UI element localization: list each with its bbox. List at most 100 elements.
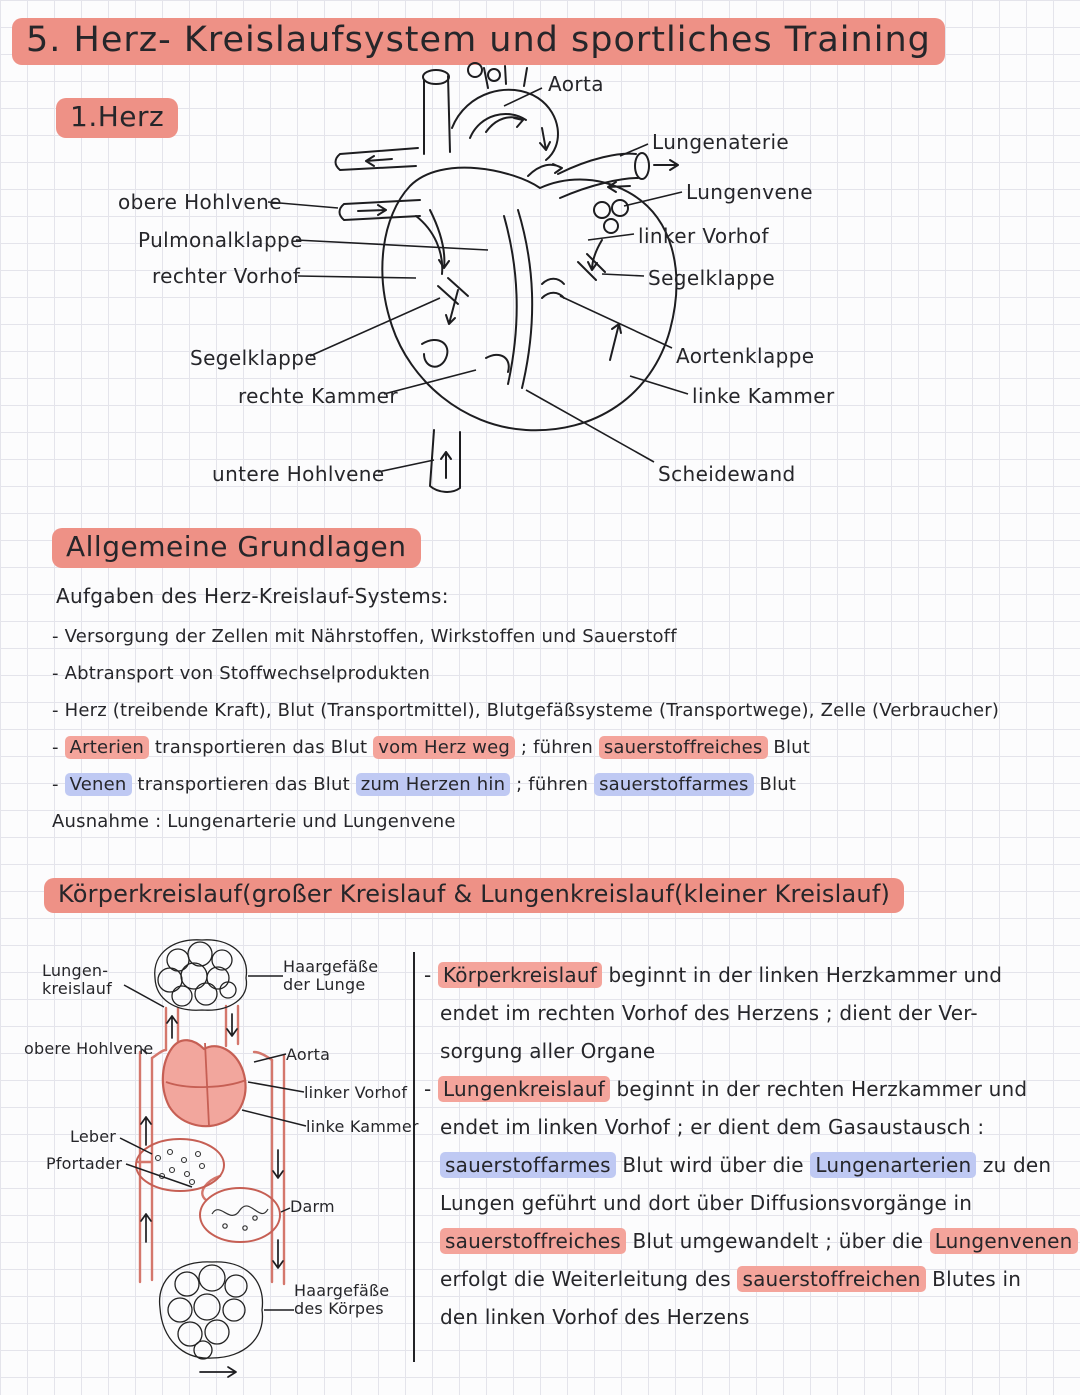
heart-label-linke-kammer: linke Kammer xyxy=(692,384,835,408)
text-segment: Blutes in xyxy=(925,1267,1022,1291)
liver-dots xyxy=(154,1148,206,1186)
text-segment: beginnt in der rechten Herzkammer und xyxy=(609,1077,1028,1101)
highlighted-text: vom Herz weg xyxy=(373,736,515,759)
grundlagen-line: - Arterien transportieren das Blut vom H… xyxy=(52,729,1062,766)
kreislauf-text-line: Lungen geführt und dort über Diffusionsv… xyxy=(424,1184,1069,1222)
circulation-pointer-lines xyxy=(119,975,307,1311)
intestine-detail xyxy=(211,1205,269,1231)
heart-label-untere-hohlvene: untere Hohlvene xyxy=(212,462,385,486)
heart-label-lungenaterie: Lungenaterie xyxy=(652,130,790,154)
page-title: 5. Herz- Kreislaufsystem und sportliches… xyxy=(12,18,945,65)
text-segment: Blut xyxy=(767,737,811,758)
heart-label-rechte-kammer: rechte Kammer xyxy=(238,384,398,408)
text-segment: Ausnahme : Lungenarterie und Lungenvene xyxy=(52,811,456,832)
liver-shape xyxy=(135,1138,225,1192)
text-segment: - xyxy=(424,963,438,987)
lung-capillary-mesh xyxy=(154,939,248,1011)
highlighted-text: sauerstoffarmes xyxy=(440,1152,616,1178)
kreislauf-text-line: sorgung aller Organe xyxy=(424,1032,1069,1070)
circulation-flow-arrows xyxy=(140,1013,284,1378)
circ-label-leber: Leber xyxy=(70,1127,117,1146)
highlighted-text: sauerstoffreichen xyxy=(737,1266,926,1292)
text-segment: transportieren das Blut xyxy=(148,737,374,758)
circ-label-pfortader: Pfortader xyxy=(46,1154,123,1173)
heart-section-heading: 1.Herz xyxy=(56,98,179,138)
grundlagen-line: - Herz (treibende Kraft), Blut (Transpor… xyxy=(52,692,1062,729)
kreislauf-text-line: sauerstoffarmes Blut wird über die Lunge… xyxy=(424,1146,1069,1184)
heart-label-segelklappe-rechts: Segelklappe xyxy=(648,266,776,290)
heart-label-lungenvene: Lungenvene xyxy=(686,180,813,204)
text-segment: Blut xyxy=(753,774,797,795)
grundlagen-line: - Venen transportieren das Blut zum Herz… xyxy=(52,766,1062,803)
heart-label-aortenklappe: Aortenklappe xyxy=(676,344,815,368)
kreislauf-text-line: - Körperkreislauf beginnt in der linken … xyxy=(424,956,1069,994)
text-segment: erfolgt die Weiterleitung des xyxy=(440,1267,738,1291)
highlighted-text: Lungenarterien xyxy=(810,1152,977,1178)
heart-sketch xyxy=(334,62,679,493)
heart-label-segelklappe-links: Segelklappe xyxy=(190,346,318,370)
circ-label-lungenkreislauf: Lungen- kreislauf xyxy=(42,961,112,999)
text-segment: ; führen xyxy=(510,774,595,795)
body-capillary-mesh xyxy=(158,1261,264,1360)
text-segment: zu den xyxy=(976,1153,1052,1177)
highlighted-text: sauerstoffreiches xyxy=(440,1228,626,1254)
circulation-heart-chambers xyxy=(165,1042,247,1127)
column-divider xyxy=(413,952,415,1362)
heart-label-linker-vorhof: linker Vorhof xyxy=(638,224,769,248)
circ-label-aorta: Aorta xyxy=(286,1045,331,1064)
highlighted-text: zum Herzen hin xyxy=(355,773,511,796)
kreislauf-text-line: endet im linken Vorhof ; er dient dem Ga… xyxy=(424,1108,1069,1146)
text-segment: transportieren das Blut xyxy=(131,774,356,795)
text-segment: beginnt in der linken Herzkammer und xyxy=(601,963,1003,987)
heart-label-pulmonalklappe: Pulmonalklappe xyxy=(138,228,303,252)
text-segment: Blut wird über die xyxy=(615,1153,811,1177)
text-segment: - Abtransport von Stoffwechselprodukten xyxy=(52,663,431,684)
text-segment: - xyxy=(424,1077,438,1101)
highlighted-text: Lungenkreislauf xyxy=(437,1076,610,1102)
highlighted-text: Arterien xyxy=(64,736,149,759)
kreislauf-heading-wrap: Körperkreislauf(großer Kreislauf & Lunge… xyxy=(44,878,905,913)
heart-pointer-lines xyxy=(267,87,689,473)
highlighted-text: sauerstoffreiches xyxy=(598,736,768,759)
text-segment: sorgung aller Organe xyxy=(440,1039,656,1063)
highlighted-text: sauerstoffarmes xyxy=(594,773,754,796)
text-segment: ; führen xyxy=(514,737,599,758)
grundlagen-line: - Abtransport von Stoffwechselprodukten xyxy=(52,655,1062,692)
grundlagen-line: Ausnahme : Lungenarterie und Lungenvene xyxy=(52,803,1062,840)
grundlagen-subheading: Aufgaben des Herz-Kreislauf-Systems: xyxy=(56,584,449,608)
kreislauf-text-line: endet im rechten Vorhof des Herzens ; di… xyxy=(424,994,1069,1032)
heart-section-heading-wrap: 1.Herz xyxy=(56,98,179,138)
text-segment: Blut umgewandelt ; über die xyxy=(625,1229,930,1253)
heart-label-obere-hohlvene: obere Hohlvene xyxy=(118,190,282,214)
grundlagen-section: Allgemeine Grundlagen Aufgaben des Herz-… xyxy=(52,528,1062,840)
circ-label-haargefaesse-koerper: Haargefäße des Körpes xyxy=(294,1281,390,1319)
text-segment: - Herz (treibende Kraft), Blut (Transpor… xyxy=(52,700,1000,721)
circulation-heart xyxy=(161,1039,247,1128)
intestine-shape xyxy=(199,1187,281,1243)
heart-label-aorta: Aorta xyxy=(548,72,604,96)
kreislauf-text-line: sauerstoffreiches Blut umgewandelt ; übe… xyxy=(424,1222,1078,1260)
text-segment: - xyxy=(52,774,65,795)
kreislauf-heading: Körperkreislauf(großer Kreislauf & Lunge… xyxy=(44,878,905,913)
highlighted-text: Körperkreislauf xyxy=(437,962,602,988)
page-title-wrap: 5. Herz- Kreislaufsystem und sportliches… xyxy=(12,18,945,65)
text-segment: - xyxy=(52,737,65,758)
circulation-diagram-drawing xyxy=(119,939,307,1378)
grundlagen-heading: Allgemeine Grundlagen xyxy=(52,528,421,568)
kreislauf-text-line: erfolgt die Weiterleitung des sauerstoff… xyxy=(424,1260,1069,1298)
kreislauf-text-line: - Lungenkreislauf beginnt in der rechten… xyxy=(424,1070,1069,1108)
text-segment: endet im rechten Vorhof des Herzens ; di… xyxy=(440,1001,978,1025)
kreislauf-text-line: den linken Vorhof des Herzens xyxy=(424,1298,1069,1336)
circ-label-linke-kammer: linke Kammer xyxy=(306,1117,419,1136)
heart-label-rechter-vorhof: rechter Vorhof xyxy=(152,264,301,288)
text-segment: - Versorgung der Zellen mit Nährstoffen,… xyxy=(52,626,677,647)
heart-label-scheidewand: Scheidewand xyxy=(658,462,796,486)
text-segment: den linken Vorhof des Herzens xyxy=(440,1305,750,1329)
circ-label-haargefaesse-lunge: Haargefäße der Lunge xyxy=(283,957,379,995)
grundlagen-line: - Versorgung der Zellen mit Nährstoffen,… xyxy=(52,618,1062,655)
circ-label-obere-hohlvene: obere Hohlvene xyxy=(24,1039,154,1058)
highlighted-text: Lungenvenen xyxy=(929,1228,1078,1254)
heart-diagram-drawing xyxy=(267,62,689,493)
text-segment: Lungen geführt und dort über Diffusionsv… xyxy=(440,1191,973,1215)
